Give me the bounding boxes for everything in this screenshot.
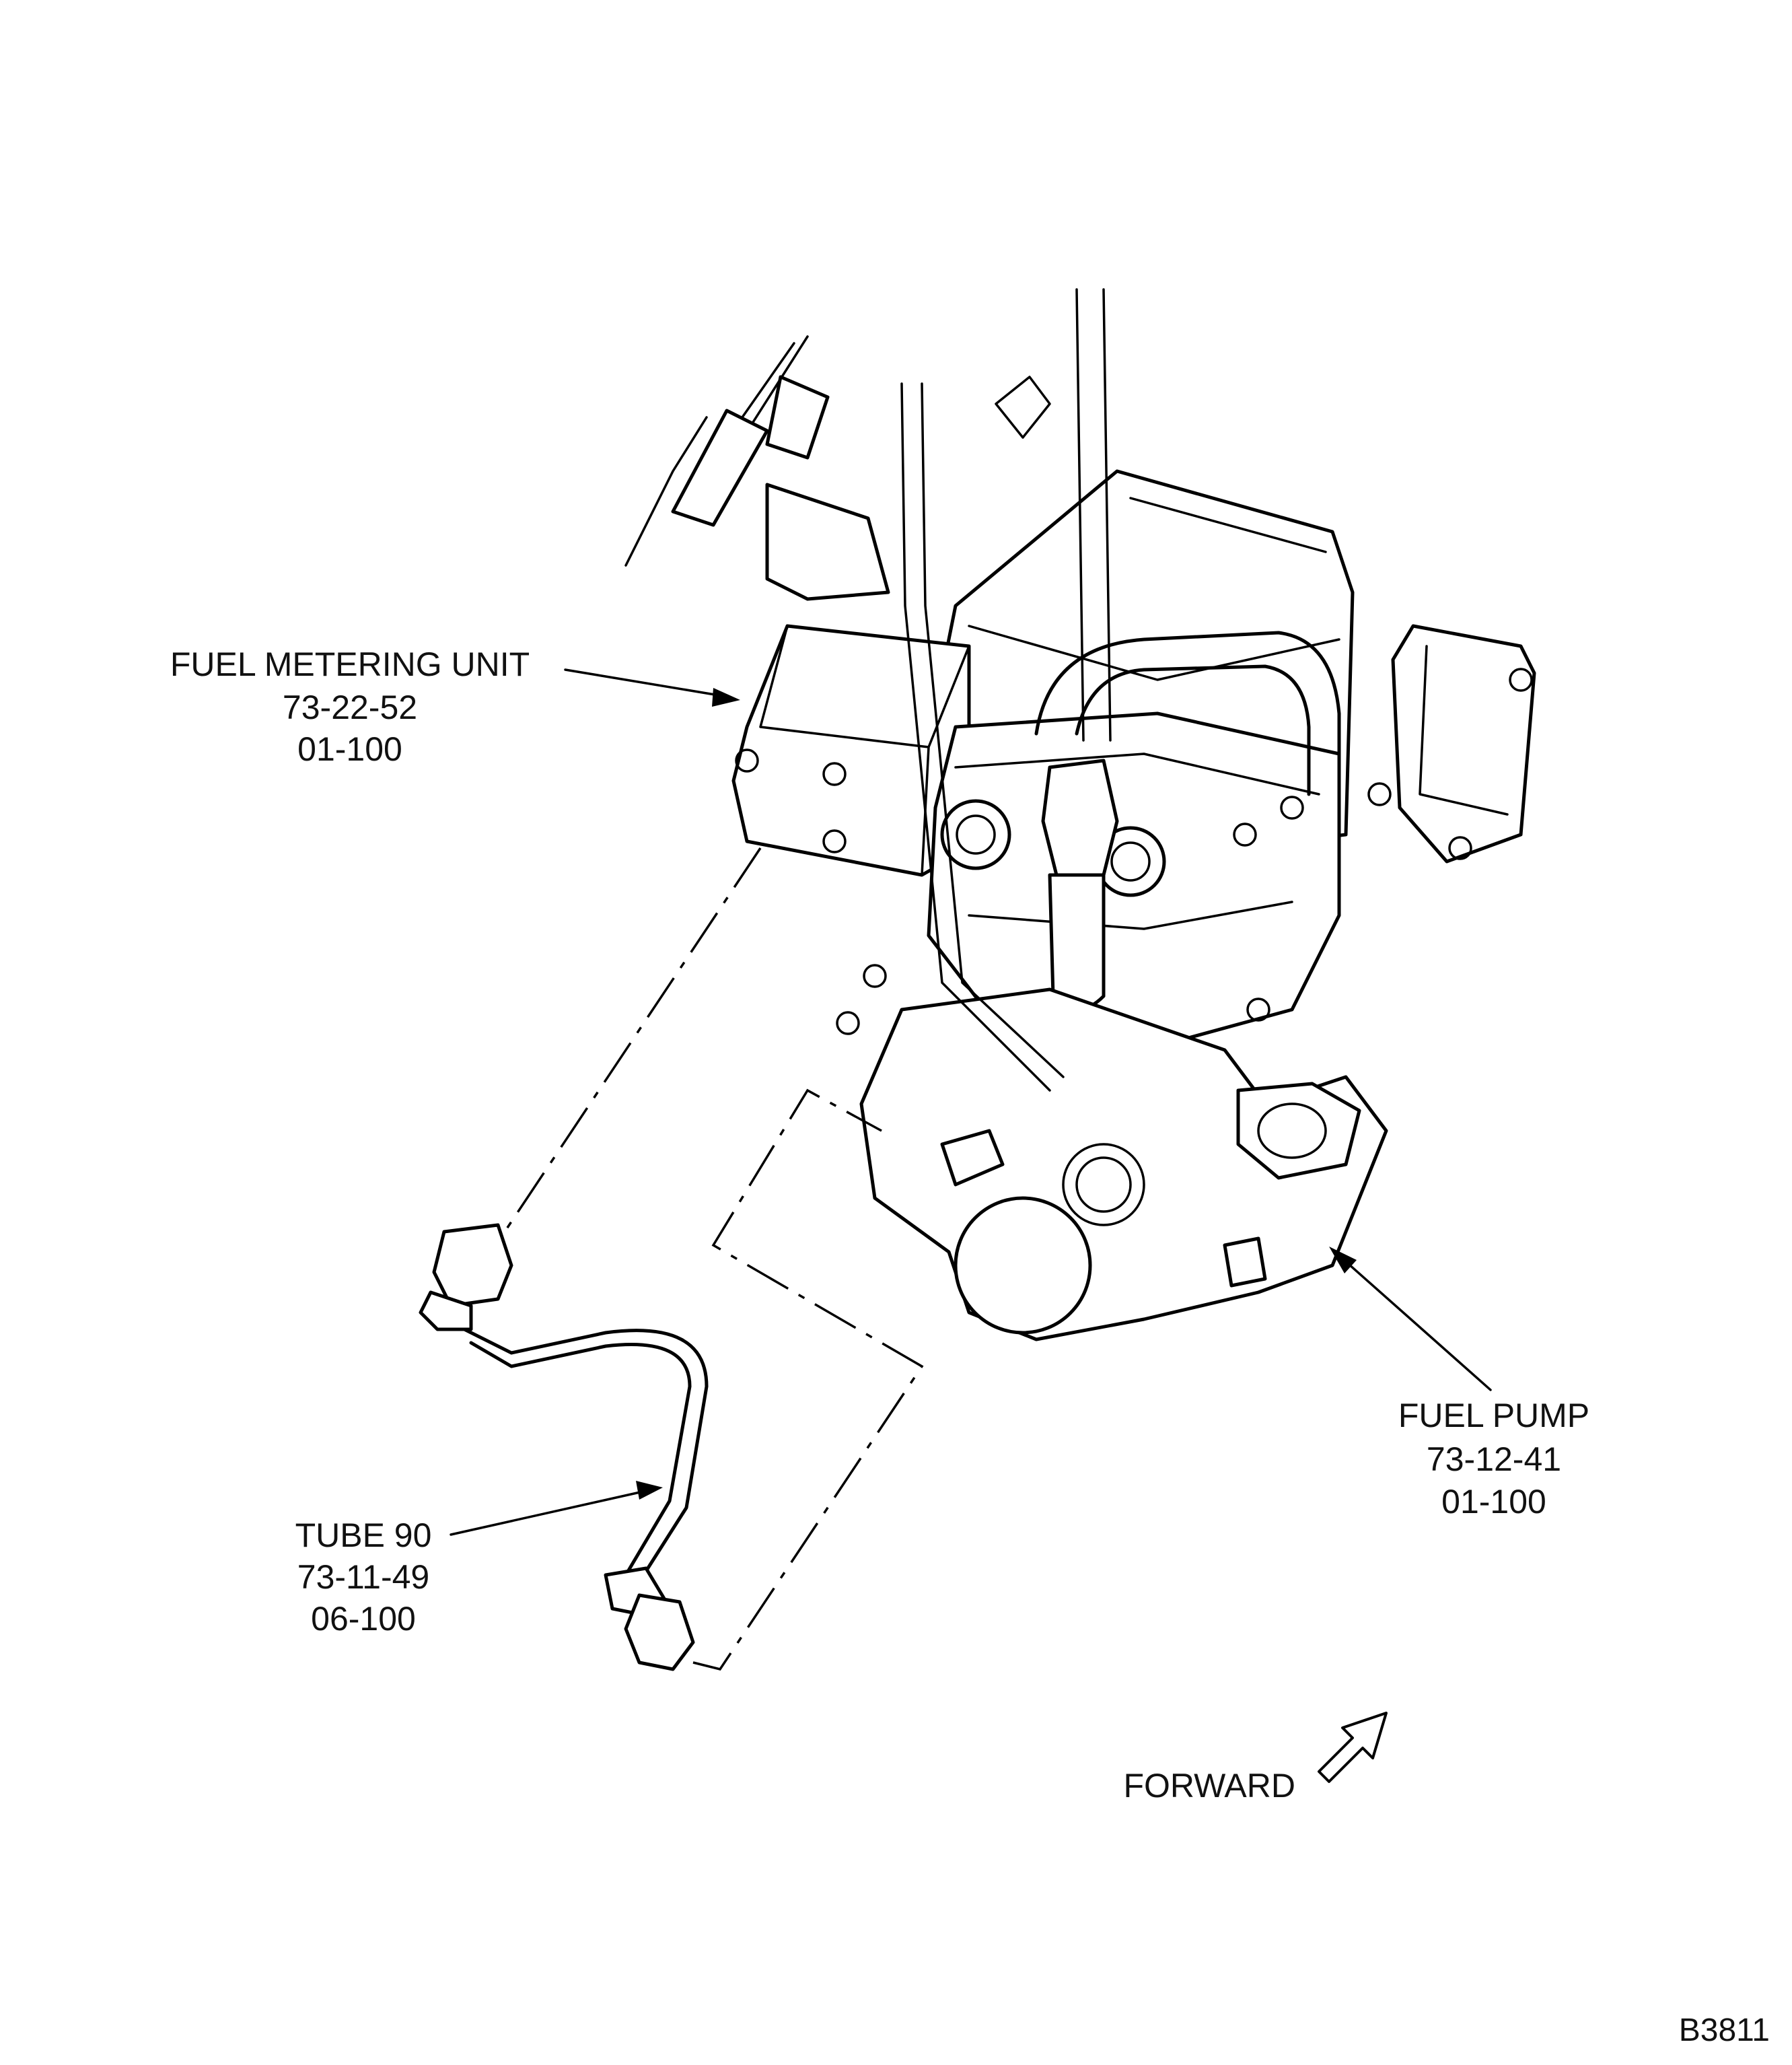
fuel-metering-unit-ref1: 73-22-52 [283,689,417,726]
fuel-pump-label: FUEL PUMP [1398,1397,1589,1434]
guide-line-tube-to-pump [692,1088,924,1671]
leader-fuel-pump [1329,1247,1492,1391]
fuel-metering-unit-illustration [624,288,1536,1341]
fuel-metering-unit-label: FUEL METERING UNIT [170,645,530,683]
tube-label: TUBE 90 [295,1516,432,1554]
forward-arrow-icon [1318,1712,1388,1783]
forward-indicator: FORWARD [1123,1712,1388,1805]
tube-ref1: 73-11-49 [297,1558,429,1596]
callout-fuel-metering-unit: FUEL METERING UNIT 73-22-52 01-100 [170,645,530,768]
fuel-metering-unit-ref2: 01-100 [297,730,402,768]
tube-illustration [419,1223,709,1671]
callout-fuel-pump: FUEL PUMP 73-12-41 01-100 [1398,1397,1589,1520]
leader-tube [450,1481,663,1536]
guide-line-tube-to-metering-unit [503,847,762,1232]
forward-label: FORWARD [1123,1767,1295,1805]
fuel-pump-ref1: 73-12-41 [1427,1440,1561,1478]
figure-id: B3811 [1679,2013,1770,2048]
callout-tube: TUBE 90 73-11-49 06-100 [295,1516,432,1638]
tube-ref2: 06-100 [311,1600,416,1638]
leader-fuel-metering-unit [564,668,740,707]
fuel-pump-ref2: 01-100 [1441,1483,1546,1520]
